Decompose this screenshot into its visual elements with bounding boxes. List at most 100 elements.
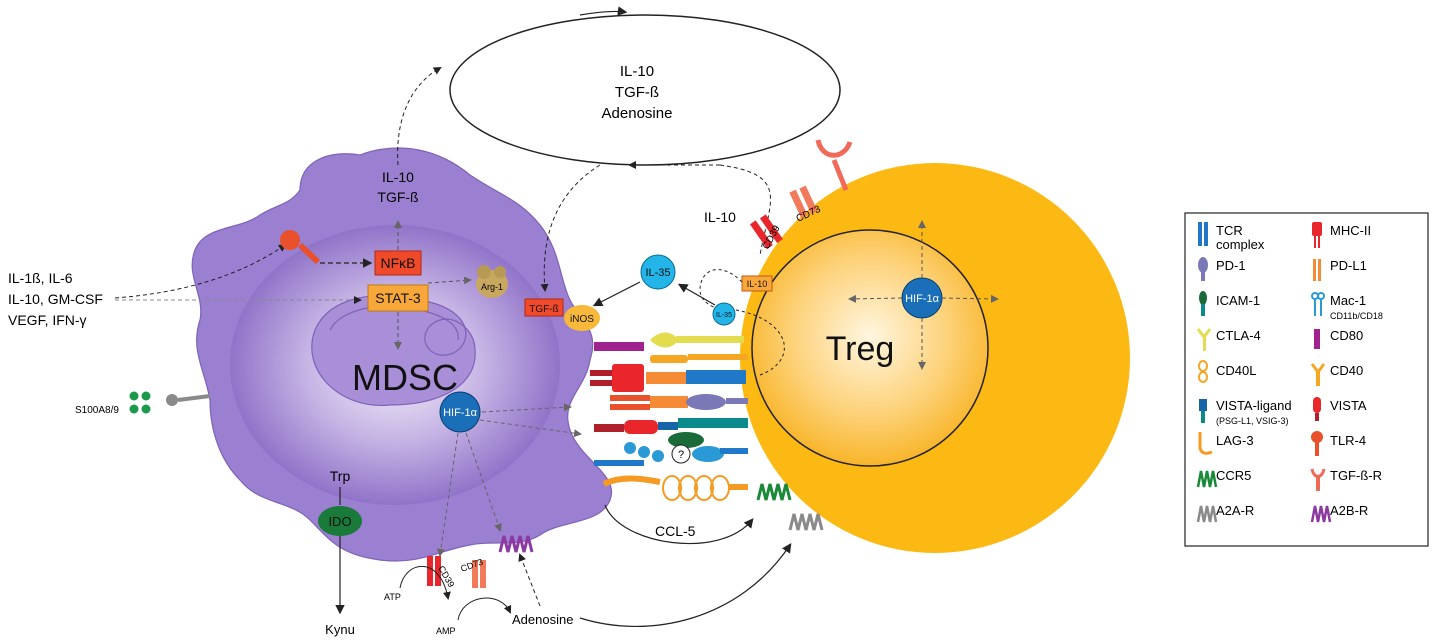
ctla-icon: [1196, 328, 1212, 351]
legend-label: CD40L: [1216, 363, 1256, 378]
legend-label: CCR5: [1216, 468, 1251, 483]
synapse-lag3: [602, 475, 748, 501]
nfkb-box: NFκB: [374, 250, 422, 276]
input-cytokines-3: VEGF, IFN-γ: [8, 312, 87, 328]
mdsc-a2b-receptor: [498, 535, 534, 553]
vistal-icon: [1199, 399, 1207, 423]
synapse-pdl1-pd1: [610, 394, 748, 410]
secreted-il10: IL-10: [620, 63, 654, 80]
treg-tgfb-receptor: [815, 139, 853, 191]
treg-label: Treg: [826, 330, 895, 368]
mdsc-secretion-arrow: [397, 67, 442, 166]
svg-text:IDO: IDO: [328, 514, 351, 529]
il35-small-node: IL-35: [712, 302, 736, 326]
svg-text:HIF-1α: HIF-1α: [443, 407, 478, 419]
treg-il10-label: IL-10: [704, 209, 736, 225]
s100-label: S100A8/9: [75, 405, 119, 416]
legend-label: A2B-R: [1330, 503, 1368, 518]
inos-enzyme: iNOS: [564, 305, 600, 331]
mdsc-tgfb: TGF-ß: [377, 189, 418, 205]
input-arrow-tlr: [114, 243, 287, 299]
il35-node: IL-35: [640, 254, 676, 290]
legend-label: A2A-R: [1216, 503, 1254, 518]
hif-to-vista-arrow: [479, 419, 582, 438]
legend-item-vistal: VISTA-ligand(PSG-L1, VSIG-3): [1199, 398, 1292, 426]
tlr4-icon: [1311, 431, 1323, 456]
cd40-icon: [1310, 363, 1326, 386]
ellipse-top-arrow: [579, 6, 628, 16]
treg-ccr5-receptor: [756, 483, 792, 501]
legend-sublabel: complex: [1216, 237, 1265, 252]
input-cytokines-2: IL-10, GM-CSF: [8, 291, 103, 307]
mhc-icon: [1312, 222, 1322, 248]
mdsc-hif-node: HIF-1α: [439, 391, 481, 433]
svg-text:TGF-ß: TGF-ß: [529, 304, 558, 315]
mdsc-label: MDSC: [352, 357, 458, 398]
mdsc-il10: IL-10: [382, 169, 414, 185]
kynu-label: Kynu: [325, 622, 355, 637]
legend-item-a2b: A2B-R: [1310, 503, 1368, 523]
synapse-vista: [594, 418, 748, 434]
synapse-ctla4-cd80: [594, 332, 744, 351]
tcr-icon: [1198, 222, 1208, 246]
treg-a2a-receptor: [788, 513, 824, 531]
pdl1-icon: [1313, 259, 1321, 281]
stat3-box: STAT-3: [367, 284, 429, 312]
legend-item-a2a: A2A-R: [1196, 503, 1254, 523]
svg-text:IL-35: IL-35: [645, 267, 670, 279]
svg-text:Arg-1: Arg-1: [481, 282, 503, 292]
hif-to-pdl1-arrow: [481, 403, 572, 413]
secreted-adenosine: Adenosine: [602, 105, 673, 122]
treg-hif-node: HIF-1α: [901, 277, 943, 319]
il10-il35-loop: [699, 269, 743, 309]
trp-label: Trp: [330, 468, 351, 484]
legend-item-cd40l: CD40L: [1198, 360, 1256, 383]
svg-text:IL-10: IL-10: [747, 279, 768, 289]
tgfb-box: TGF-ß: [524, 298, 564, 317]
legend-label: TGF-ß-R: [1330, 468, 1382, 483]
a2b-icon: [1310, 505, 1332, 523]
mdsc-cd39: CD39: [427, 556, 456, 589]
secreted-tgfb: TGF-ß: [615, 84, 659, 101]
svg-text:NFκB: NFκB: [381, 255, 416, 271]
il35-inos-arrow: [592, 281, 641, 307]
legend-label: TCR: [1216, 223, 1243, 238]
ccr5-icon: [1196, 470, 1218, 488]
tlr4-receptor: [280, 230, 321, 265]
legend-item-pd1: PD-1: [1198, 257, 1246, 281]
legend-label: Mac-1: [1330, 293, 1366, 308]
secreted-factors-ellipse: IL-10 TGF-ß Adenosine: [449, 14, 841, 166]
legend-item-ccr5: CCR5: [1196, 468, 1251, 488]
atp-amp-arrow: [399, 565, 451, 600]
legend-label: VISTA-ligand: [1216, 398, 1292, 413]
hif-to-a2b-arrow: [465, 432, 502, 532]
legend-item-cd40: CD40: [1310, 363, 1363, 386]
stat3-arg1-arrow: [427, 276, 472, 285]
legend-label: VISTA: [1330, 398, 1367, 413]
svg-text:iNOS: iNOS: [570, 314, 594, 325]
legend-label: PD-L1: [1330, 258, 1367, 273]
legend-item-ctla: CTLA-4: [1196, 328, 1261, 351]
tgfbr-icon: [1310, 468, 1326, 491]
legend-label: MHC-II: [1330, 223, 1371, 238]
legend-sublabel: CD11b/CD18: [1330, 311, 1383, 321]
treg-hif-left: [848, 294, 903, 303]
input-cytokines-1: IL-1ß, IL-6: [8, 270, 73, 286]
synapse-icam-mac1: [594, 432, 748, 466]
legend-label: ICAM-1: [1216, 293, 1260, 308]
synapse-question: ?: [671, 444, 691, 464]
arg1-enzyme: Arg-1: [476, 265, 508, 298]
legend-item-pdl1: PD-L1: [1313, 258, 1367, 281]
svg-text:STAT-3: STAT-3: [375, 290, 421, 306]
ido-enzyme: IDO: [318, 506, 362, 536]
pd1-icon: [1198, 257, 1208, 281]
ccl5-arrow: [604, 504, 754, 545]
secreted-to-tgfb-arrow: [540, 164, 601, 292]
legend-item-lag3: LAG-3: [1198, 432, 1254, 455]
svg-text:HIF-1α: HIF-1α: [905, 293, 940, 305]
adenosine-a2b-arrow: [518, 553, 541, 607]
legend-label: PD-1: [1216, 258, 1246, 273]
treg-hif-right: [941, 294, 999, 303]
legend-item-vista: VISTA: [1313, 397, 1367, 421]
